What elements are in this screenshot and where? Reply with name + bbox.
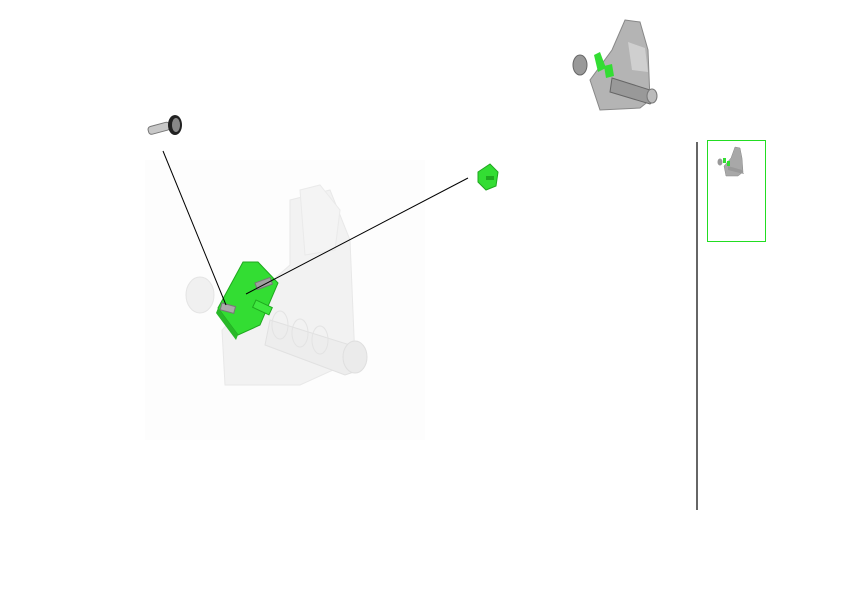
assembled-preview: [572, 19, 658, 111]
green-bracket-part: [216, 261, 279, 340]
leader-line-clip: [245, 177, 469, 295]
green-clip-part: [477, 163, 499, 191]
ghost-assembly: [145, 160, 425, 440]
leader-line-screw: [162, 150, 227, 306]
screw-part: [147, 115, 182, 135]
step-thumbnail[interactable]: [707, 140, 766, 242]
